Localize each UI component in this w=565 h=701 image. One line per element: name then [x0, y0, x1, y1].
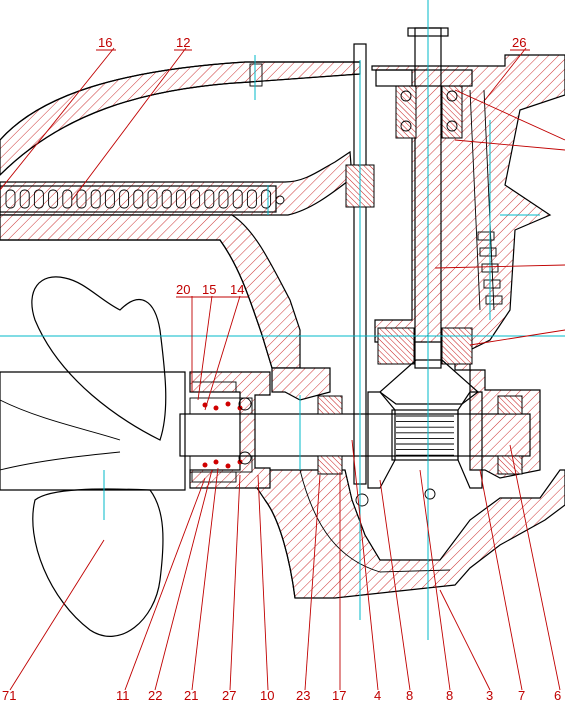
cooling-fin-slot	[48, 189, 59, 209]
propeller	[0, 276, 186, 637]
propeller-blade-upper	[31, 276, 167, 441]
front-bearing-lower	[317, 455, 343, 475]
bottom-callouts: 71 11 22 21 27 10 23 17 4 8 8 3 7 6	[2, 688, 561, 701]
cooling-fin-slot	[175, 189, 186, 209]
lower-bearing-left	[377, 327, 415, 365]
cooling-fin-slot	[204, 189, 215, 209]
cooling-fin-slot	[76, 189, 87, 209]
propeller-shaft-assembly	[179, 381, 531, 507]
lower-bearing-right	[441, 327, 473, 365]
cooling-fins	[0, 185, 285, 213]
callout-11: 11	[116, 688, 130, 701]
callout-3: 3	[486, 688, 493, 701]
reverse-gear	[457, 391, 483, 489]
outlines	[0, 61, 505, 599]
vertical-column-housing	[371, 54, 565, 371]
cooling-fin-slot	[33, 189, 44, 209]
callout-8a: 8	[406, 688, 413, 701]
cooling-fin-slot	[190, 189, 201, 209]
bolt-lower	[191, 471, 237, 483]
vertical-shaft-assembly	[345, 27, 479, 485]
callout-26: 26	[512, 35, 526, 50]
fin-plug	[275, 195, 285, 205]
centerlines	[0, 0, 565, 640]
cooling-fin-slot	[161, 189, 172, 209]
cooling-fin-slot	[104, 189, 115, 209]
callout-6: 6	[554, 688, 561, 701]
callout-17: 17	[332, 688, 346, 701]
callout-7: 7	[518, 688, 525, 701]
callout-21: 21	[184, 688, 198, 701]
callout-27: 27	[222, 688, 236, 701]
callout-15: 15	[202, 282, 216, 297]
upper-seal-cap	[375, 69, 473, 87]
cooling-fin-slot	[62, 189, 73, 209]
callout-10: 10	[260, 688, 274, 701]
propeller-hub	[0, 371, 186, 491]
rear-bearing-lower	[497, 455, 523, 475]
cooling-fin-slot	[246, 189, 257, 209]
callout-71: 71	[2, 688, 16, 701]
cooling-fin-slot	[119, 189, 130, 209]
cooling-fin-slot	[147, 189, 158, 209]
callout-14: 14	[230, 282, 244, 297]
cooling-fin-slot	[5, 189, 16, 209]
leader-lines	[0, 47, 565, 691]
callout-20: 20	[176, 282, 190, 297]
rear-bearing-upper	[497, 395, 523, 415]
cooling-fin-slot	[261, 189, 272, 209]
front-bearing-upper	[317, 395, 343, 415]
cooling-fin-slot	[19, 189, 30, 209]
cooling-fin-slot	[90, 189, 101, 209]
cooling-fin-slot	[232, 189, 243, 209]
callout-16: 16	[98, 35, 112, 50]
callout-8b: 8	[446, 688, 453, 701]
propeller-shaft	[179, 413, 531, 457]
callout-23: 23	[296, 688, 310, 701]
callout-12: 12	[176, 35, 190, 50]
callout-4: 4	[374, 688, 381, 701]
callout-22: 22	[148, 688, 162, 701]
forward-gear	[367, 391, 396, 489]
propeller-blade-lower	[32, 488, 164, 637]
cooling-fin-slot	[218, 189, 229, 209]
cooling-fin-slot	[133, 189, 144, 209]
seal-upper	[189, 397, 253, 415]
